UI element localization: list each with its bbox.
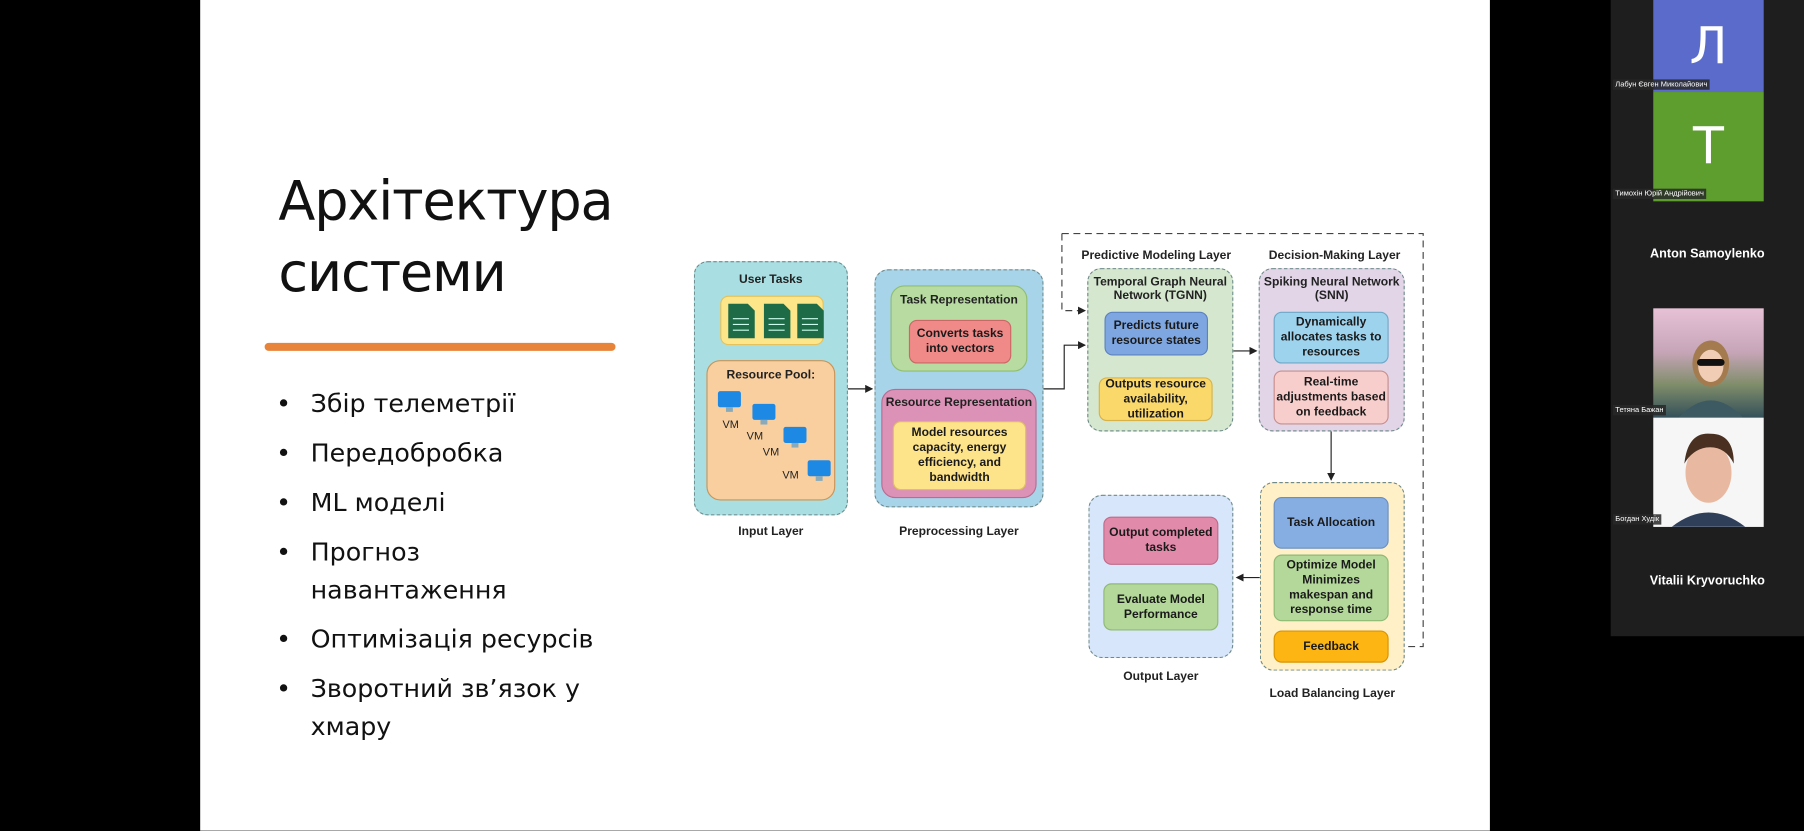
- bullet-item: Передобробка: [276, 435, 656, 473]
- title-underline: [264, 342, 616, 351]
- participant-name: Богдан Худік: [1613, 514, 1662, 525]
- participant-name[interactable]: Anton Samoylenko: [1650, 247, 1765, 262]
- input-layer-label: Input Layer: [738, 524, 804, 539]
- decision-layer-label: Decision-Making Layer: [1268, 248, 1401, 263]
- vm-label: VM: [746, 430, 764, 443]
- bullet-item: Зворотний зв’язок у хмару: [276, 671, 610, 747]
- outputs-resource-box: Outputs resource availability, utilizati…: [1098, 377, 1213, 422]
- vm-label: VM: [782, 469, 799, 483]
- feedback-box: Feedback: [1273, 630, 1389, 663]
- converts-tasks-box: Converts tasks into vectors: [908, 319, 1012, 364]
- realtime-adjust-box: Real-time adjustments based on feedback: [1273, 370, 1389, 425]
- tgnn-label: Temporal Graph Neural Network (TGNN): [1093, 274, 1227, 303]
- participant-name: Тетяна Бажан: [1613, 404, 1666, 416]
- resource-pool: [706, 360, 836, 501]
- slide-title: Архітектура системи: [278, 167, 613, 310]
- snn-label: Spiking Neural Network (SNN): [1263, 274, 1400, 303]
- vm-monitor-icons: [717, 391, 831, 481]
- bullet-item: ML моделі: [276, 484, 656, 522]
- bullet-item: Оптимізація ресурсів: [276, 621, 656, 659]
- load-balancing-layer-label: Load Balancing Layer: [1269, 686, 1396, 701]
- user-tasks-label: User Tasks: [739, 272, 803, 287]
- user-tasks-box: [720, 295, 824, 346]
- participant-name: Лабун Євген Миколайович: [1613, 79, 1710, 90]
- predicts-future-box: Predicts future resource states: [1104, 311, 1209, 356]
- bullet-item: Прогноз навантаження: [276, 534, 575, 610]
- title-line-1: Архітектура: [278, 170, 613, 234]
- optimize-model-box: Optimize Model Minimizes makespan and re…: [1273, 554, 1389, 622]
- output-completed-box: Output completed tasks: [1103, 516, 1219, 565]
- vm-label: VM: [762, 446, 780, 460]
- resource-pool-label: Resource Pool:: [726, 368, 816, 382]
- evaluate-model-box: Evaluate Model Performance: [1103, 583, 1219, 631]
- task-rep-label: Task Representation: [899, 293, 1018, 308]
- participant-name: Тимохін Юрій Андрійович: [1613, 188, 1707, 200]
- participant-video[interactable]: [1653, 308, 1764, 418]
- task-allocation-box: Task Allocation: [1273, 497, 1389, 549]
- allocates-tasks-box: Dynamically allocates tasks to resources: [1273, 311, 1389, 364]
- bullet-item: Збір телеметрії: [276, 385, 656, 423]
- bullet-list: Збір телеметрії Передобробка ML моделі П…: [276, 385, 656, 758]
- participant-avatar[interactable]: Т: [1653, 92, 1764, 202]
- task-document-icons: [728, 303, 824, 339]
- participant-video[interactable]: [1653, 417, 1764, 527]
- output-layer-label: Output Layer: [1123, 669, 1199, 684]
- participant-avatar[interactable]: Л: [1653, 0, 1764, 93]
- person-photo-icon: [1671, 433, 1746, 527]
- predictive-layer-label: Predictive Modeling Layer: [1081, 248, 1232, 263]
- participant-name[interactable]: Vitalii Kryvoruchko: [1649, 574, 1765, 588]
- person-photo-icon: [1678, 340, 1744, 418]
- title-line-2: системи: [278, 241, 506, 305]
- resource-rep-label: Resource Representation: [885, 395, 1033, 410]
- vm-label: VM: [722, 418, 739, 432]
- feedback-loop-line: [1061, 232, 1424, 648]
- model-resources-box: Model resources capacity, energy efficie…: [892, 421, 1027, 491]
- preprocessing-layer-label: Preprocessing Layer: [899, 524, 1019, 539]
